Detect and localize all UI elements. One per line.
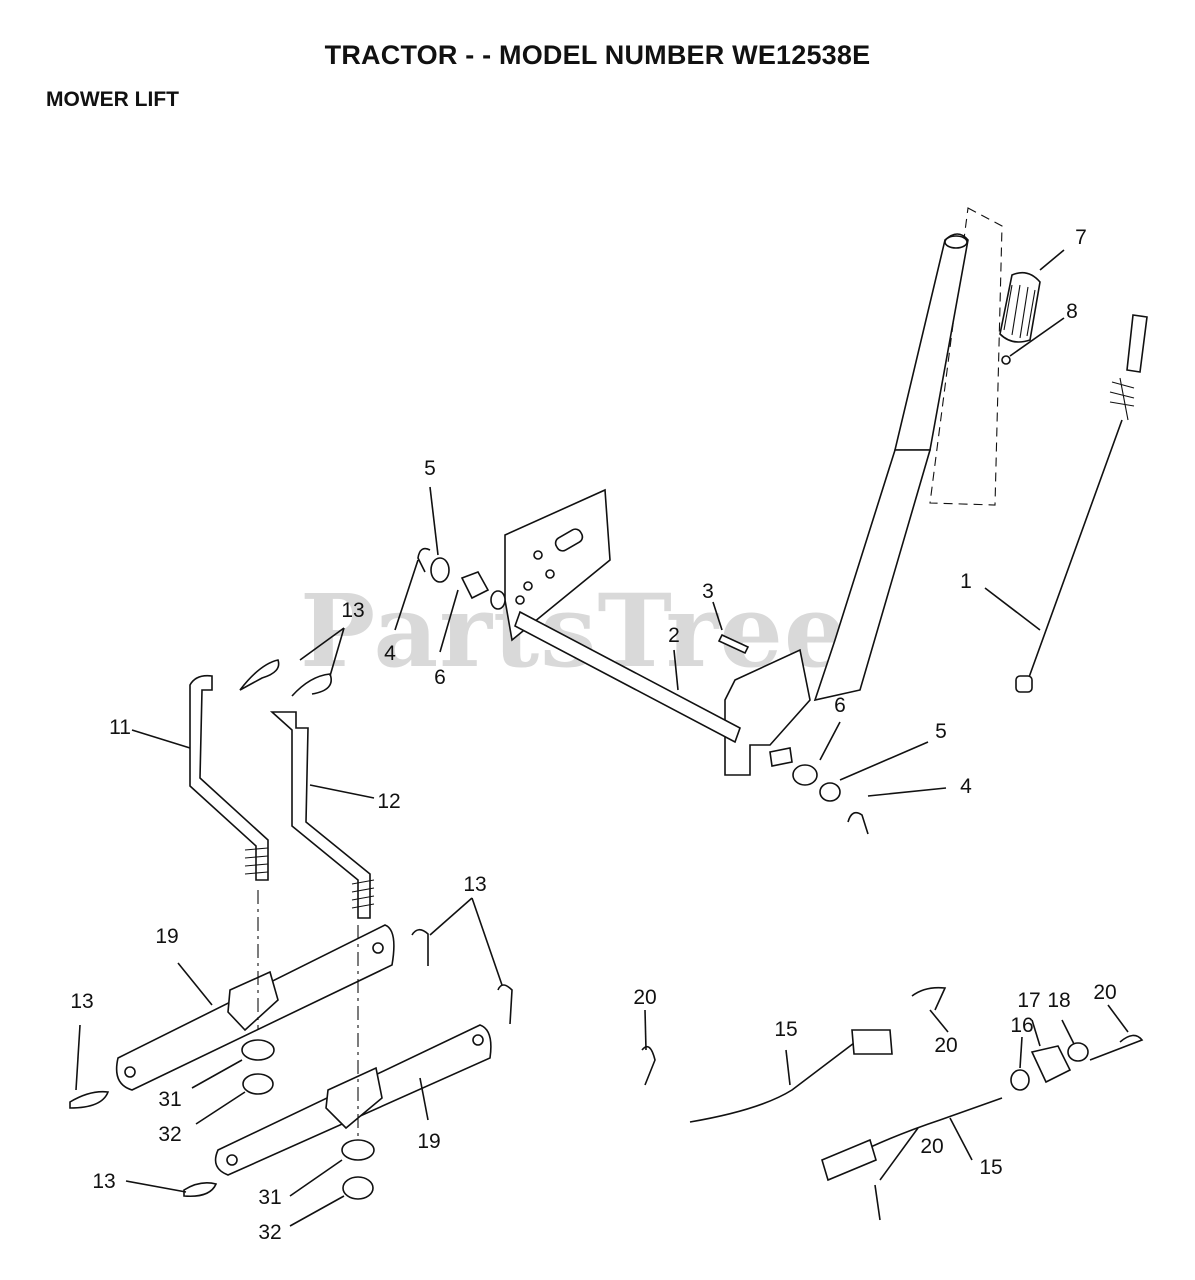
- nut[interactable]: [1067, 1042, 1089, 1062]
- lift-arm-lower[interactable]: [214, 1024, 492, 1176]
- trunnion[interactable]: [1030, 1045, 1072, 1084]
- lift-link-right[interactable]: [269, 711, 375, 919]
- bushing-flange[interactable]: [792, 764, 818, 786]
- callout-20: 20: [1093, 981, 1116, 1004]
- callout-17: 17: [1017, 989, 1040, 1012]
- callout-11: 11: [109, 716, 131, 739]
- callout-31: 31: [158, 1088, 181, 1111]
- callout-5: 5: [935, 720, 947, 743]
- mounting-plate[interactable]: [504, 488, 611, 642]
- hairpin-clip[interactable]: [69, 1090, 110, 1109]
- callout-15: 15: [774, 1018, 797, 1041]
- callout-labels: 1 2 3 4 4 5 5 6 6 7 8 11 12 13 13 13 13 …: [70, 226, 1116, 1244]
- pin[interactable]: [1001, 355, 1011, 365]
- callout-3: 3: [702, 580, 714, 603]
- retaining-clip[interactable]: [417, 547, 431, 573]
- callout-19: 19: [417, 1130, 440, 1153]
- callout-4: 4: [960, 775, 972, 798]
- washer[interactable]: [819, 782, 841, 802]
- hairpin-clip[interactable]: [183, 1182, 218, 1198]
- callout-8: 8: [1066, 300, 1078, 323]
- clip[interactable]: [1089, 1034, 1144, 1061]
- callout-20: 20: [934, 1034, 957, 1057]
- callout-13: 13: [463, 873, 486, 896]
- hairpin-clip[interactable]: [497, 984, 513, 1025]
- callout-2: 2: [668, 624, 680, 647]
- callout-12: 12: [377, 790, 400, 813]
- nut[interactable]: [242, 1073, 274, 1095]
- callout-13: 13: [70, 990, 93, 1013]
- callout-13: 13: [92, 1170, 115, 1193]
- bushing[interactable]: [460, 571, 490, 600]
- roll-pin[interactable]: [717, 633, 750, 655]
- callout-5: 5: [424, 457, 436, 480]
- lift-arm-upper[interactable]: [115, 924, 395, 1091]
- grip[interactable]: [999, 271, 1041, 343]
- hairpin-clip[interactable]: [291, 673, 332, 697]
- adjustment-rod[interactable]: [821, 1097, 1003, 1221]
- callout-15: 15: [979, 1156, 1002, 1179]
- callout-20: 20: [920, 1135, 943, 1158]
- callout-19: 19: [155, 925, 178, 948]
- page-title: TRACTOR - - MODEL NUMBER WE12538E: [324, 40, 871, 70]
- callout-32: 32: [158, 1123, 181, 1146]
- bushing[interactable]: [241, 1039, 275, 1061]
- callout-32: 32: [258, 1221, 281, 1244]
- hairpin-clip[interactable]: [239, 659, 280, 691]
- bushing[interactable]: [769, 747, 793, 767]
- callout-31: 31: [258, 1186, 281, 1209]
- lift-shaft[interactable]: [490, 590, 741, 744]
- callout-1: 1: [960, 570, 972, 593]
- adjustment-rod[interactable]: [689, 1029, 893, 1123]
- callout-6: 6: [434, 666, 446, 689]
- callout-18: 18: [1047, 989, 1070, 1012]
- washer[interactable]: [430, 557, 450, 583]
- clip[interactable]: [641, 1045, 656, 1086]
- callout-16: 16: [1010, 1014, 1033, 1037]
- nut[interactable]: [342, 1176, 374, 1200]
- callout-7: 7: [1075, 226, 1087, 249]
- callout-6: 6: [834, 694, 846, 717]
- retaining-clip[interactable]: [847, 811, 869, 835]
- clip[interactable]: [911, 986, 947, 1011]
- callout-20: 20: [633, 986, 656, 1009]
- callout-4: 4: [384, 642, 396, 665]
- lift-link-left[interactable]: [189, 674, 269, 881]
- section-subtitle: MOWER LIFT: [46, 88, 179, 111]
- hairpin-clip[interactable]: [411, 928, 429, 966]
- leader-lines: [75, 249, 1129, 1227]
- bushing[interactable]: [341, 1139, 375, 1161]
- callout-13: 13: [341, 599, 364, 622]
- lift-rod-cable[interactable]: [1015, 314, 1148, 693]
- washer[interactable]: [1010, 1069, 1030, 1091]
- lift-lever[interactable]: [724, 207, 1003, 776]
